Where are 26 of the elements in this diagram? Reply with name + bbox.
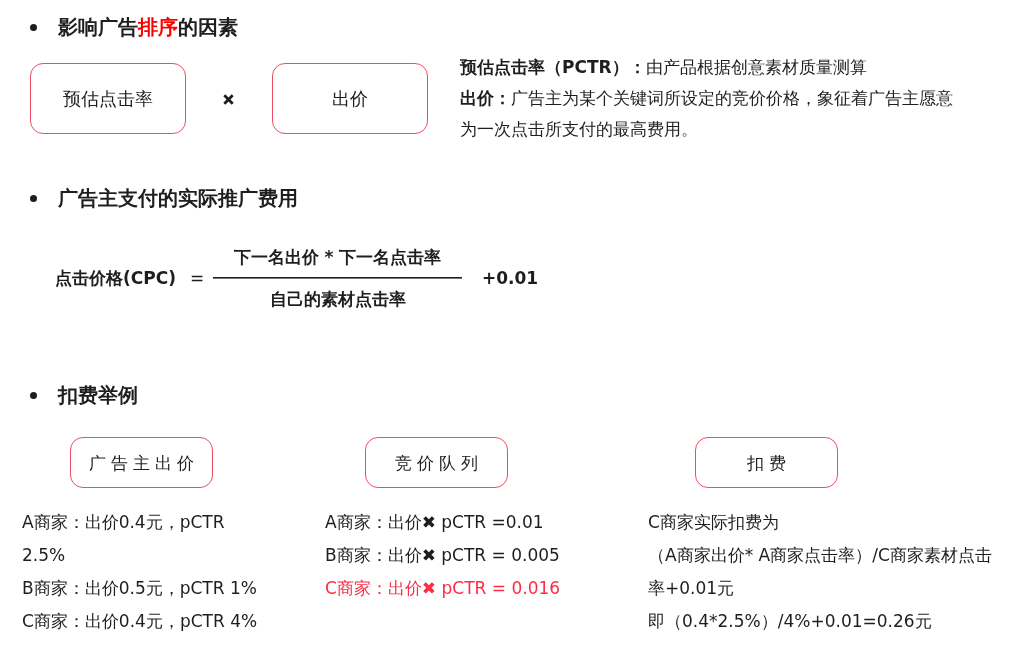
example-line: 即（0.4*2.5%）/4%+0.01=0.26元 — [648, 610, 933, 633]
equals-sign: = — [190, 267, 205, 289]
numerator: 下一名出价 * 下一名点击率 — [232, 246, 443, 268]
node-label: 预估点击率 — [63, 86, 153, 111]
example-line: A商家：出价✖ pCTR =0.01 — [325, 511, 545, 534]
node-label: 扣费 — [746, 451, 791, 475]
node-label: 出价 — [332, 86, 368, 111]
section-heading: 影响广告排序的因素 — [58, 14, 238, 40]
example-line: C商家：出价✖ pCTR = 0.016 — [325, 577, 562, 600]
formula-constant: +0.01 — [482, 267, 539, 289]
denominator: 自己的素材点击率 — [268, 288, 407, 310]
example-line: B商家：出价✖ pCTR = 0.005 — [325, 544, 561, 567]
example-line: （A商家出价* A商家点击率）/C商家素材点击率+0.01元 — [648, 544, 993, 600]
example-line: B商家：出价0.5元，pCTR 1% — [22, 577, 258, 600]
example-line: C商家：出价0.4元，pCTR 4% — [22, 610, 259, 633]
example-line: C商家实际扣费为 — [648, 511, 780, 534]
example-line: A商家：出价0.4元，pCTR 2.5% — [22, 511, 226, 567]
section-heading: 扣费举例 — [58, 382, 138, 408]
definition-text: 预估点击率（PCTR）：由产品根据创意素材质量测算 — [460, 56, 868, 79]
node-label: 竞价队列 — [394, 451, 483, 475]
rounded-rectangle — [272, 63, 428, 134]
rounded-rectangle — [30, 63, 186, 134]
formula-term: 点击价格(CPC) — [55, 267, 176, 289]
section-heading: 广告主支付的实际推广费用 — [58, 185, 298, 211]
node-label: 广告主出价 — [88, 451, 199, 475]
definition-text: 出价：广告主为某个关键词所设定的竞价价格，象征着广告主愿意为一次点击所支付的最高费用。 — [460, 87, 954, 141]
